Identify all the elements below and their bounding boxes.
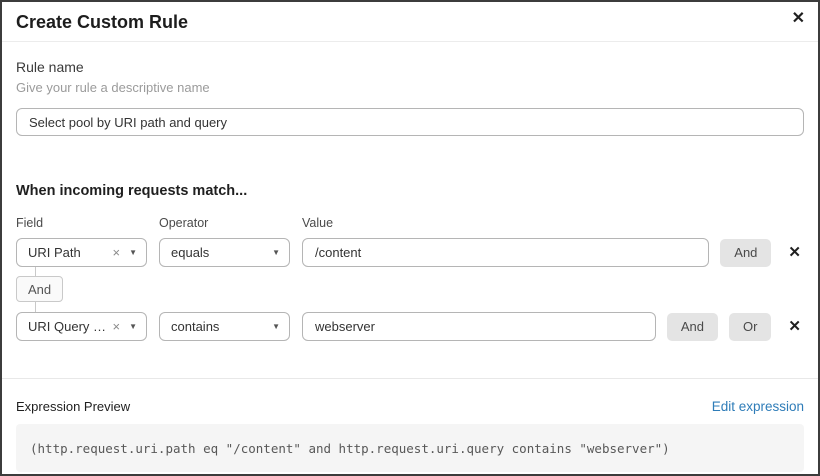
operator-select-2[interactable]: contains ▼ — [159, 312, 290, 341]
operator-select-1[interactable]: equals ▼ — [159, 238, 290, 267]
chevron-down-icon: ▼ — [272, 321, 280, 331]
operator-column-label: Operator — [159, 216, 209, 230]
joiner-connector-line — [35, 302, 36, 312]
rule-name-hint: Give your rule a descriptive name — [16, 80, 210, 95]
match-heading: When incoming requests match... — [16, 183, 248, 199]
operator-select-1-value: equals — [171, 245, 210, 260]
condition-column-labels: Field Operator Value — [16, 216, 804, 230]
chevron-down-icon: ▼ — [129, 247, 137, 257]
operator-select-2-value: contains — [171, 319, 220, 334]
page-title: Create Custom Rule — [16, 12, 189, 32]
condition-row-2: URI Query St... × ▼ contains ▼ And Or ✕ — [16, 312, 804, 341]
rule-name-input[interactable] — [16, 108, 804, 136]
condition-row-1: URI Path × ▼ equals ▼ And ✕ — [16, 238, 804, 267]
expression-preview-header: Expression Preview Edit expression — [16, 399, 804, 414]
close-icon[interactable]: ✕ — [791, 10, 805, 27]
value-input-2[interactable] — [302, 312, 656, 341]
or-button-row2[interactable]: Or — [728, 312, 772, 341]
clear-field-icon[interactable]: × — [112, 245, 121, 260]
and-button-row2[interactable]: And — [666, 312, 718, 341]
clear-field-icon[interactable]: × — [112, 319, 121, 334]
value-column-label: Value — [302, 216, 334, 230]
expression-code-block: (http.request.uri.path eq "/content" and… — [16, 424, 804, 472]
rule-name-label: Rule name — [16, 59, 84, 75]
field-select-1-value: URI Path — [28, 245, 81, 260]
edit-expression-link[interactable]: Edit expression — [711, 399, 804, 414]
value-input-1[interactable] — [302, 238, 710, 267]
section-divider — [2, 378, 818, 379]
expression-code: (http.request.uri.path eq "/content" and… — [30, 440, 670, 456]
expression-preview-label: Expression Preview — [16, 399, 131, 414]
field-select-2[interactable]: URI Query St... × ▼ — [16, 312, 147, 341]
condition-joiner: And — [16, 267, 804, 312]
field-select-1[interactable]: URI Path × ▼ — [16, 238, 147, 267]
field-select-2-value: URI Query St... — [28, 319, 111, 334]
joiner-connector-line — [35, 267, 36, 276]
title-divider — [2, 41, 818, 42]
field-column-label: Field — [16, 216, 44, 230]
and-joiner-badge[interactable]: And — [16, 276, 64, 302]
chevron-down-icon: ▼ — [129, 321, 137, 331]
delete-condition-icon-row2[interactable]: ✕ — [788, 318, 801, 335]
delete-condition-icon-row1[interactable]: ✕ — [788, 244, 801, 261]
and-button-row1[interactable]: And — [720, 238, 772, 267]
chevron-down-icon: ▼ — [272, 247, 280, 257]
